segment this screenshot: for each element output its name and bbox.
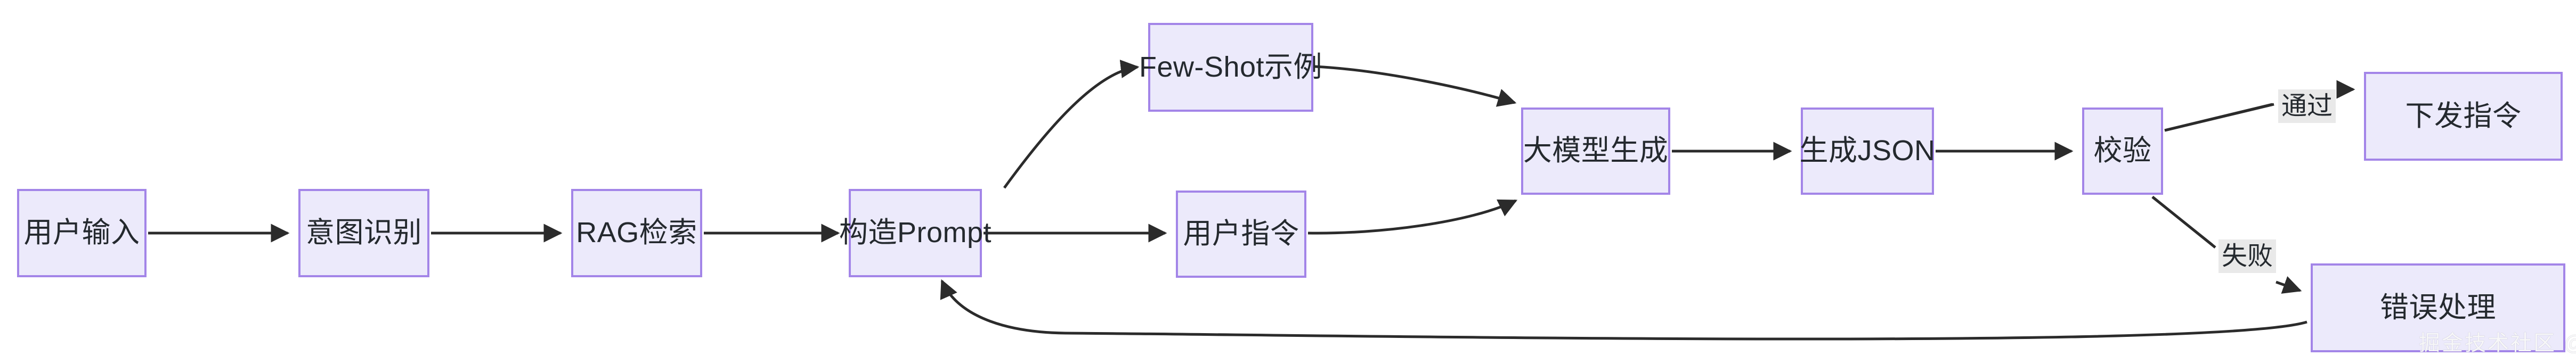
- edge-validate-to-dispatch-stub-a: [2164, 103, 2274, 132]
- node-intent-recognition[interactable]: 意图识别: [298, 189, 429, 277]
- node-label: 错误处理: [2380, 291, 2496, 324]
- edge-few-shot-to-llm: [1314, 65, 1517, 107]
- edge-label-pass: 通过: [2278, 89, 2336, 123]
- node-label: 构造Prompt: [839, 217, 992, 249]
- node-generate-json[interactable]: 生成JSON: [1799, 107, 1936, 195]
- node-rag-retrieval[interactable]: RAG检索: [571, 189, 702, 277]
- node-error-handling[interactable]: 错误处理: [2311, 263, 2565, 352]
- edge-label-text: 通过: [2281, 92, 2333, 120]
- edge-label-fail: 失败: [2219, 239, 2277, 274]
- node-validate[interactable]: 校验: [2082, 107, 2163, 195]
- node-user-input[interactable]: 用户输入: [17, 189, 147, 277]
- node-label: RAG检索: [576, 217, 697, 249]
- edge-build-prompt-to-few-shot: [1003, 60, 1140, 189]
- node-label: 用户指令: [1183, 218, 1299, 250]
- node-user-command[interactable]: 用户指令: [1176, 191, 1306, 278]
- node-llm-generate[interactable]: 大模型生成: [1521, 107, 1670, 195]
- edge-user-command-to-llm: [1307, 199, 1518, 235]
- node-few-shot-examples[interactable]: Few-Shot示例: [1139, 23, 1322, 112]
- node-label: 下发指令: [2405, 100, 2522, 132]
- node-label: 意图识别: [306, 217, 422, 249]
- node-label: 大模型生成: [1523, 135, 1669, 167]
- edge-validate-to-error-stub-a: [2151, 196, 2216, 249]
- node-label: 用户输入: [23, 217, 140, 249]
- node-build-prompt[interactable]: 构造Prompt: [839, 189, 992, 277]
- edge-error-to-build-prompt: [940, 279, 2307, 341]
- node-label: 校验: [2093, 135, 2152, 167]
- node-dispatch-command[interactable]: 下发指令: [2364, 72, 2563, 161]
- edge-label-text: 失败: [2222, 242, 2273, 270]
- node-label: Few-Shot示例: [1139, 51, 1323, 83]
- node-label: 生成JSON: [1799, 135, 1936, 167]
